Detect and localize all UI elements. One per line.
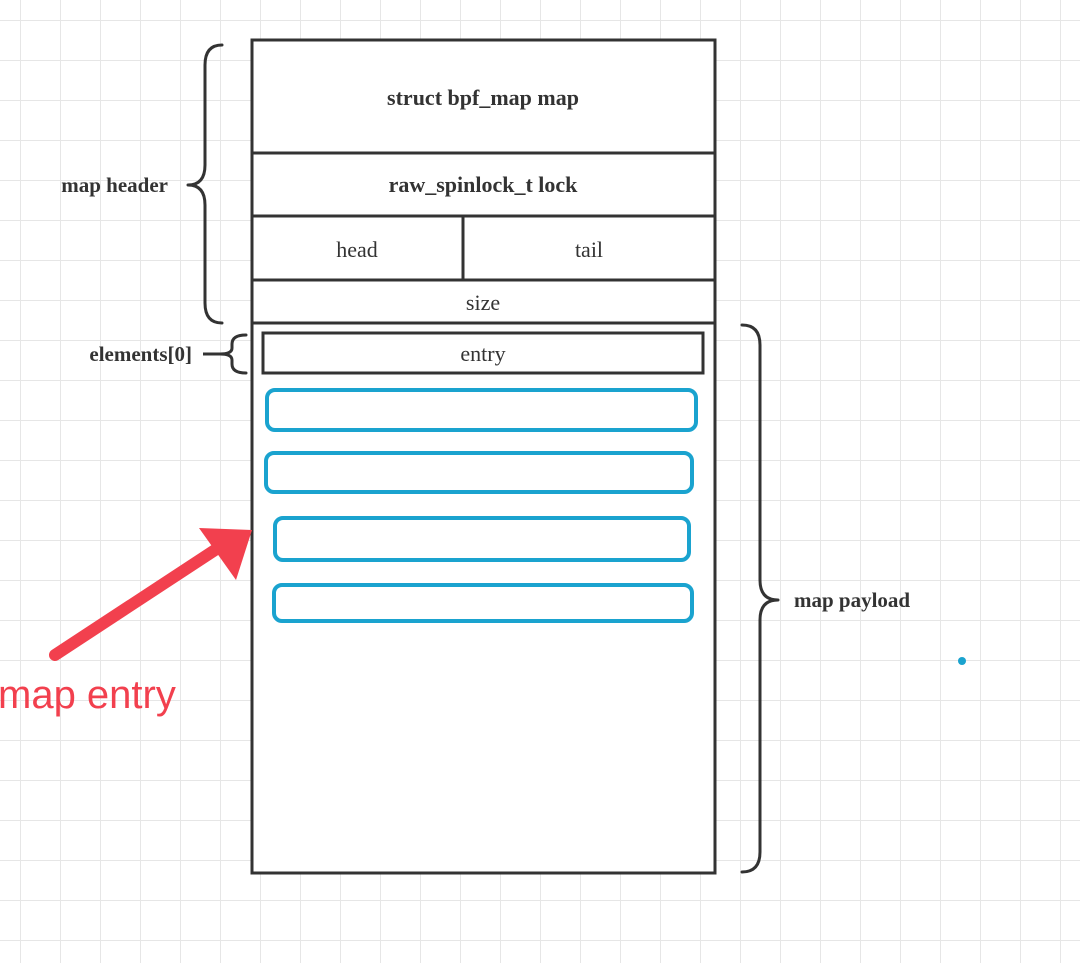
map-entry-annotation: map entry <box>0 673 176 717</box>
struct-bpf-map-label: struct bpf_map map <box>387 85 579 110</box>
entry-box <box>261 331 705 375</box>
red-arrow-icon <box>49 528 252 661</box>
map-payload-label: map payload <box>794 588 910 612</box>
entry-slot <box>272 583 694 623</box>
entry-slot <box>264 451 694 494</box>
map-header-brace <box>186 43 224 325</box>
entry-slot <box>273 516 691 562</box>
elements-brace <box>218 333 248 375</box>
struct-bpf-map-row <box>250 38 717 155</box>
entry-slots <box>264 388 698 623</box>
dot-marker <box>958 657 966 665</box>
map-header-label: map header <box>61 173 168 197</box>
entry-slot <box>265 388 698 432</box>
tail-label: tail <box>575 237 603 262</box>
entry-label: entry <box>460 341 505 366</box>
size-row <box>250 278 717 325</box>
map-payload-brace <box>740 323 780 874</box>
size-label: size <box>466 290 500 315</box>
elements-label: elements[0] <box>89 342 192 366</box>
lock-label: raw_spinlock_t lock <box>389 172 579 197</box>
head-label: head <box>336 237 378 262</box>
